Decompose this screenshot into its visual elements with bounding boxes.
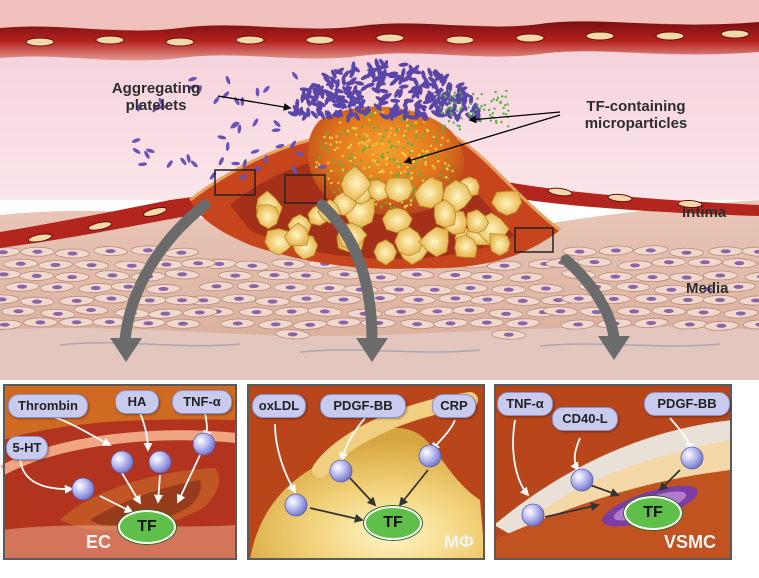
cell-type-label: EC: [86, 532, 112, 552]
stimulus-pill: CD40-L: [552, 407, 618, 431]
stimulus-pill: Thrombin: [8, 394, 88, 418]
tf-microparticles-label: TF-containing microparticles: [584, 98, 688, 132]
stimulus-pill: PDGF-BB: [320, 394, 406, 418]
cell-type-label: MΦ: [444, 532, 474, 552]
media-label: Media: [686, 280, 729, 297]
stimulus-pill: oxLDL: [252, 394, 306, 418]
intima-label: Intima: [682, 204, 727, 221]
stimulus-pill: PDGF-BB: [644, 392, 730, 416]
panel-macrophage: [247, 384, 485, 560]
aggregating-platelets-label: Aggregating platelets: [111, 80, 201, 114]
stimulus-pill: 5-HT: [6, 436, 48, 460]
panel-vsmc: [494, 384, 732, 560]
cell-type-label: VSMC: [664, 532, 717, 552]
stimulus-pill: CRP: [432, 394, 476, 418]
tf-target: TF: [118, 510, 176, 544]
stimulus-pill: HA: [115, 390, 159, 414]
tf-target: TF: [364, 506, 422, 540]
stimulus-pill: TNF-α: [497, 392, 553, 416]
stimulus-pill: TNF-α: [172, 390, 232, 414]
tf-target: TF: [624, 496, 682, 530]
panel-ec: [3, 384, 237, 560]
